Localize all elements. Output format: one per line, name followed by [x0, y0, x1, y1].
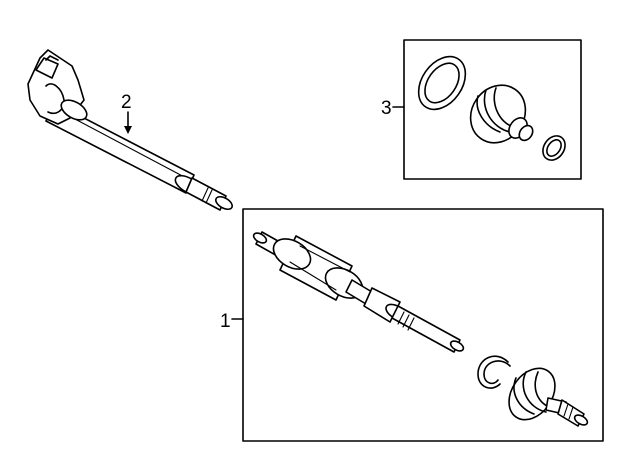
snap-ring[interactable]: [477, 355, 511, 389]
callout-3: 3: [381, 98, 392, 119]
outer-cv-joint[interactable]: [500, 360, 590, 429]
callout-1: 1: [220, 311, 231, 332]
axle-assembly-box: [231, 208, 604, 442]
boot-kit-box: [392, 39, 582, 180]
leader-arrow-2: [124, 126, 132, 134]
intermediate-shaft[interactable]: [27, 49, 234, 212]
boot-clamp-small[interactable]: [538, 132, 569, 165]
cv-boot[interactable]: [459, 75, 536, 154]
callout-2: 2: [121, 92, 132, 113]
axle-shaft-assembly[interactable]: [252, 231, 465, 353]
boot-clamp-large[interactable]: [409, 48, 475, 118]
